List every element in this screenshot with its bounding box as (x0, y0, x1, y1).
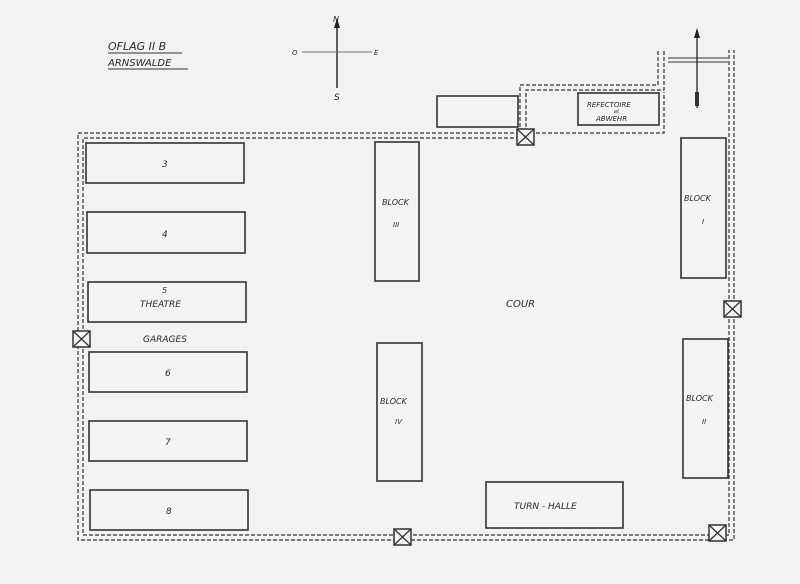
entrance-arrow (694, 28, 700, 108)
garages-label: GARAGES (143, 335, 187, 345)
block-ii-number: II (702, 418, 706, 426)
cour-label: COUR (506, 299, 535, 310)
block-i-number: I (702, 218, 704, 226)
block-iv-number: IV (395, 418, 403, 426)
gate-southeast (708, 524, 727, 542)
building-4-label: 4 (162, 230, 168, 240)
block-iii (374, 141, 420, 282)
gate-south (393, 528, 412, 546)
block-ii (682, 338, 729, 479)
building-8-label: 8 (166, 507, 172, 517)
compass-east: E (374, 49, 379, 57)
refectoire-line3: ABWEHR (595, 115, 627, 123)
title-line2: ARNSWALDE (107, 58, 172, 69)
building-8 (89, 489, 249, 531)
block-iv (376, 342, 423, 482)
building-3 (85, 142, 245, 184)
turnhalle-label: TURN - HALLE (514, 502, 577, 512)
block-iii-label: BLOCK (382, 198, 410, 207)
refectoire-line1: REFECTOIRE (587, 101, 631, 109)
building-5-number: 5 (162, 286, 167, 295)
gate-north (516, 128, 535, 146)
building-6 (88, 351, 248, 393)
refectoire-line2: et (614, 109, 620, 115)
block-iii-number: III (393, 221, 399, 229)
compass-south: S (334, 93, 340, 103)
building-5-theatre (87, 281, 247, 323)
block-ii-label: BLOCK (686, 394, 714, 403)
building-5-label: THEATRE (140, 300, 181, 310)
unlabeled-building (436, 95, 519, 128)
building-6-label: 6 (165, 369, 171, 379)
compass-rose: N S O E (292, 15, 379, 103)
compass-west: O (292, 49, 298, 57)
block-i (680, 137, 727, 279)
building-7-label: 7 (165, 438, 171, 448)
block-i-label: BLOCK (684, 194, 712, 203)
gate-west (72, 330, 91, 348)
building-4 (86, 211, 246, 254)
building-7 (88, 420, 248, 462)
refectoire-abwehr (577, 92, 660, 126)
gate-east (723, 300, 742, 318)
title-line1: OFLAG II B (108, 40, 166, 53)
block-iv-label: BLOCK (380, 397, 408, 406)
perimeter-fence (77, 50, 735, 541)
compass-north: N (333, 15, 339, 24)
building-3-label: 3 (162, 160, 168, 170)
turnhalle (485, 481, 624, 529)
